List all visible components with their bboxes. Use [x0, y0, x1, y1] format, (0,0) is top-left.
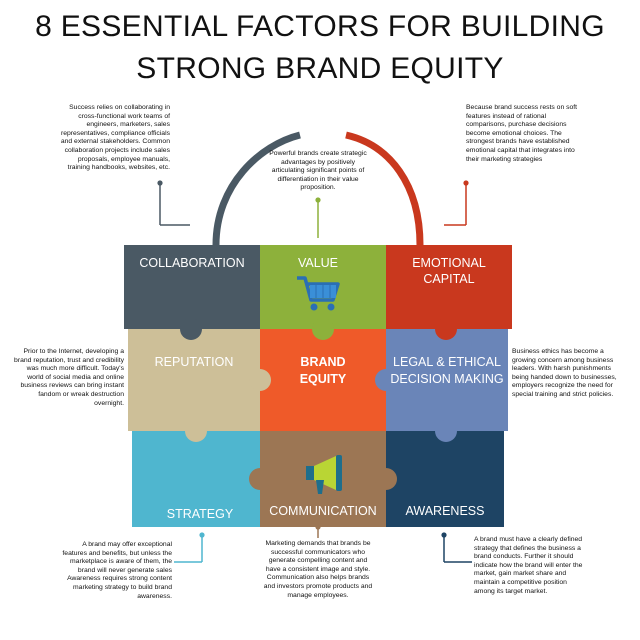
- note-awareness: A brand must have a clearly defined stra…: [474, 536, 583, 595]
- tile-label-collaboration: COLLABORATION: [139, 256, 245, 270]
- knob-collab-reputation: [180, 318, 202, 340]
- knob-brand-legal: [375, 369, 397, 391]
- note-legal-ethical: Business ethics has become a growing con…: [512, 348, 617, 398]
- shopping-cart-icon: [297, 276, 340, 311]
- tile-label-value: VALUE: [297, 256, 339, 270]
- title-line-1: 8 ESSENTIAL FACTORS FOR BUILDING: [35, 10, 605, 43]
- tile-label-legal-1: LEGAL & ETHICAL: [393, 355, 501, 369]
- knob-reputation-brand: [249, 369, 271, 391]
- knob-legal-awareness: [435, 420, 457, 442]
- tile-label-legal-2: DECISION MAKING: [390, 372, 504, 386]
- tile-label-communication: COMMUNICATION: [269, 504, 377, 518]
- connector-awareness: [441, 532, 472, 563]
- knob-value-brand: [312, 318, 334, 340]
- tile-label-reputation: REPUTATION: [154, 355, 234, 369]
- tile-emotional-capital: [386, 245, 512, 329]
- note-communication: Marketing demands that brands be success…: [263, 540, 373, 599]
- connector-value: [315, 197, 321, 238]
- title-line-2: STRONG BRAND EQUITY: [136, 52, 504, 85]
- note-value: Powerful brands create strategic advanta…: [269, 150, 367, 192]
- tile-label-brand-2: EQUITY: [299, 372, 347, 386]
- megaphone-icon: [306, 455, 342, 494]
- tile-label-emotional-capital-2: CAPITAL: [423, 272, 475, 286]
- note-strategy: A brand may offer exceptional features a…: [62, 541, 172, 600]
- connector-collaboration: [157, 180, 190, 226]
- tile-label-brand-1: BRAND: [300, 355, 346, 369]
- tile-reputation: [128, 329, 260, 431]
- tile-label-strategy: STRATEGY: [166, 507, 234, 521]
- knob-reputation-strategy: [185, 420, 207, 442]
- knob-strategy-comm: [249, 468, 271, 490]
- tile-collaboration: [124, 245, 260, 329]
- note-collaboration: Success relies on collaborating in cross…: [60, 104, 170, 172]
- bag-handle-left: [212, 131, 301, 246]
- bag-handle-right: [345, 131, 424, 246]
- connector-strategy: [174, 532, 205, 563]
- tile-strategy: [132, 431, 260, 527]
- tile-legal-ethical: [386, 329, 508, 431]
- tile-label-emotional-capital-1: EMOTIONAL: [412, 256, 486, 270]
- tile-label-awareness: AWARENESS: [405, 504, 485, 518]
- tile-awareness: [386, 431, 504, 527]
- knob-comm-aware: [375, 468, 397, 490]
- knob-emo-legal: [435, 318, 457, 340]
- note-emotional-capital: Because brand success rests on soft feat…: [466, 104, 578, 163]
- note-reputation: Prior to the Internet, developing a bran…: [14, 348, 124, 407]
- tile-brand-equity: [260, 329, 386, 431]
- connector-emotional-capital: [444, 180, 469, 226]
